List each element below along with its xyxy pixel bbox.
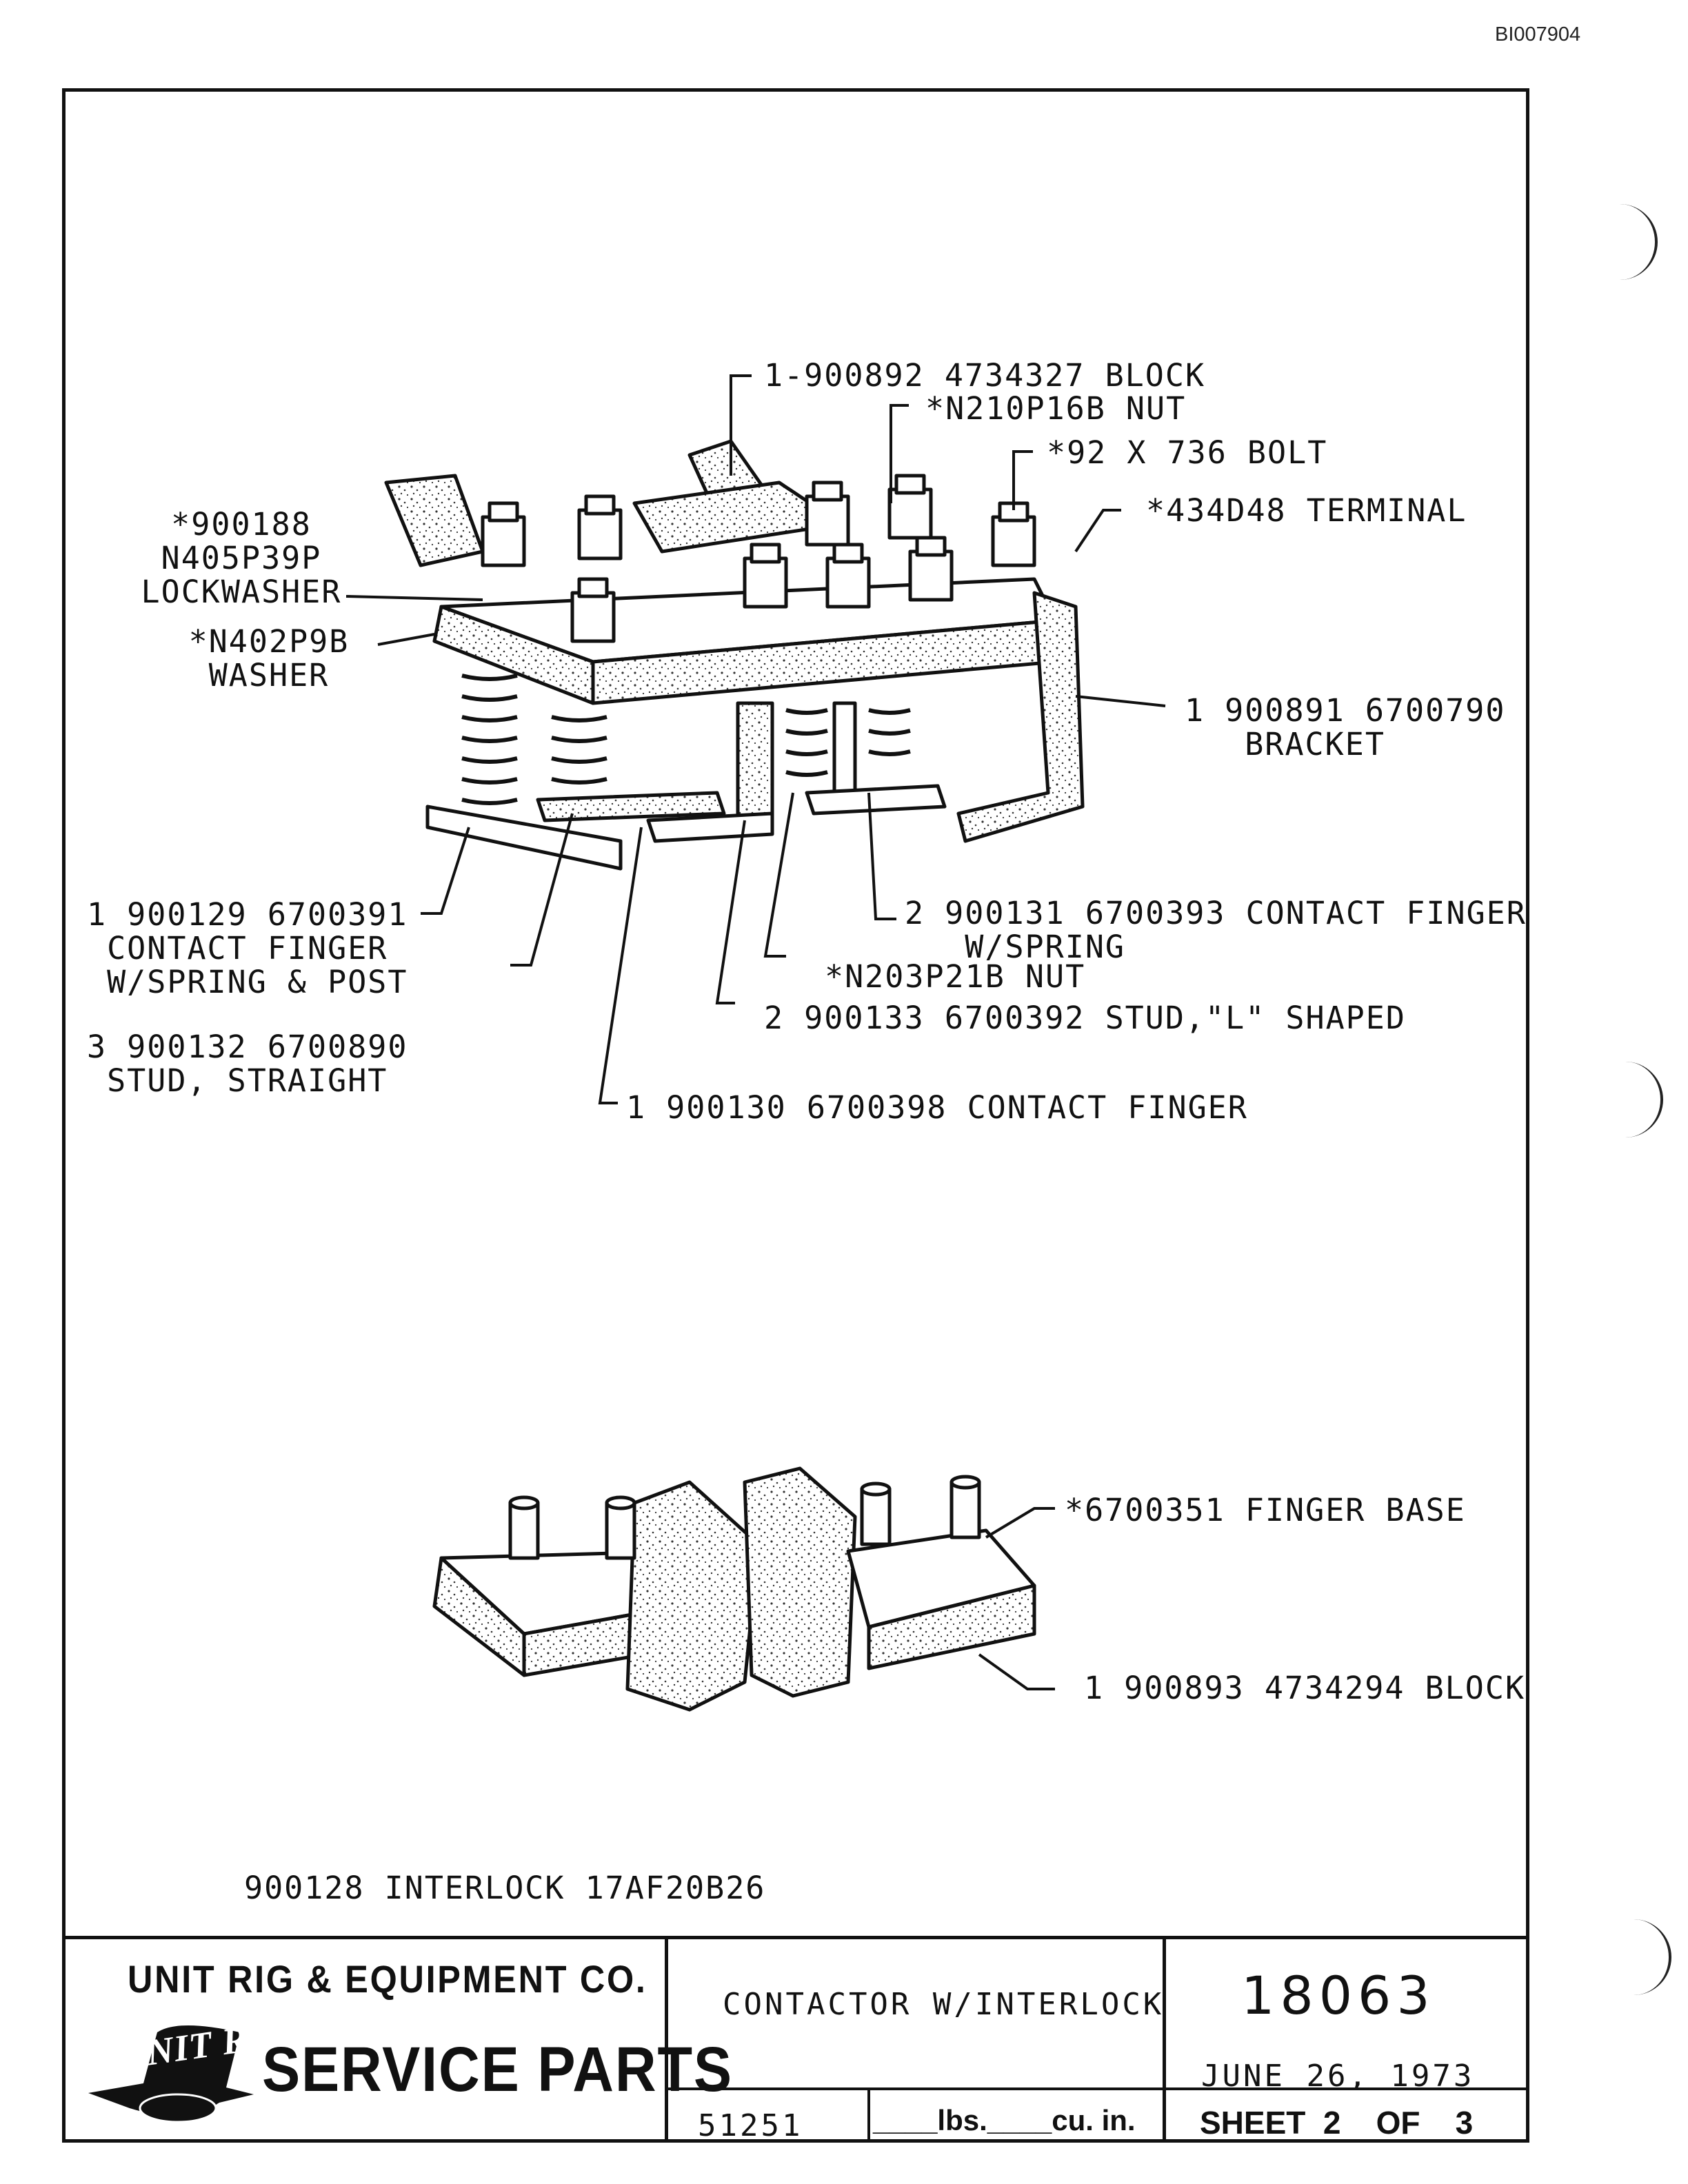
label-bolt: *92 X 736 BOLT [1047,434,1328,471]
weight-field: ____lbs.____cu. in. [873,2104,1136,2136]
label-interlock: 900128 INTERLOCK 17AF20B26 [244,1870,766,1906]
service-parts-heading: SERVICE PARTS [262,2034,733,2105]
label-bracket: 1 900891 6700790 BRACKET [1185,692,1506,762]
label-contact-finger: 1 900130 6700398 CONTACT FINGER [626,1089,1248,1126]
label-block-bottom: 1 900893 4734294 BLOCK [1084,1670,1526,1706]
drawing-frame [62,88,1529,2143]
title-block-top-rule [66,1936,1526,1939]
label-block-top: 1-900892 4734327 BLOCK [764,357,1206,394]
label-nut-top: *N210P16B NUT [925,390,1187,427]
company-name: UNIT RIG & EQUIPMENT CO. [128,1957,647,2001]
label-finger-post: 1 900129 6700391 CONTACT FINGER W/SPRING… [87,896,408,1000]
binder-hole-middle [1612,1062,1663,1138]
title-block-divider-2 [1163,1936,1166,2139]
title-block-bottom-rule [665,2087,1526,2090]
label-stud-l: 2 900133 6700392 STUD,"L" SHAPED [764,1000,1406,1036]
label-lockwasher: *900188 N405P39P LOCKWASHER [141,506,342,610]
label-finger-spring: 2 900131 6700393 CONTACT FINGER W/SPRING [905,895,1527,965]
part-number: 51251 [698,2108,803,2143]
document-id: BI007904 [1495,23,1581,46]
drawing-date: JUNE 26, 1973 [1201,2059,1475,2094]
label-washer: *N402P9B WASHER [188,623,350,694]
label-stud-straight: 3 900132 6700890 STUD, STRAIGHT [87,1029,408,1099]
sheet-indicator: SHEET 2 OF 3 [1200,2105,1474,2141]
drawing-number: 18063 [1241,1965,1436,2026]
label-terminal: *434D48 TERMINAL [1146,492,1467,529]
title-block-divider-1 [665,1936,668,2139]
label-finger-base: *6700351 FINGER BASE [1065,1492,1466,1528]
binder-hole-top [1607,204,1658,280]
drawing-title: CONTACTOR W/INTERLOCK [723,1987,1165,2022]
unit-rig-logo-icon [88,2025,254,2123]
label-nut-mid: *N203P21B NUT [825,958,1086,995]
binder-hole-bottom [1620,1919,1671,1995]
title-block-divider-3 [867,2087,870,2139]
